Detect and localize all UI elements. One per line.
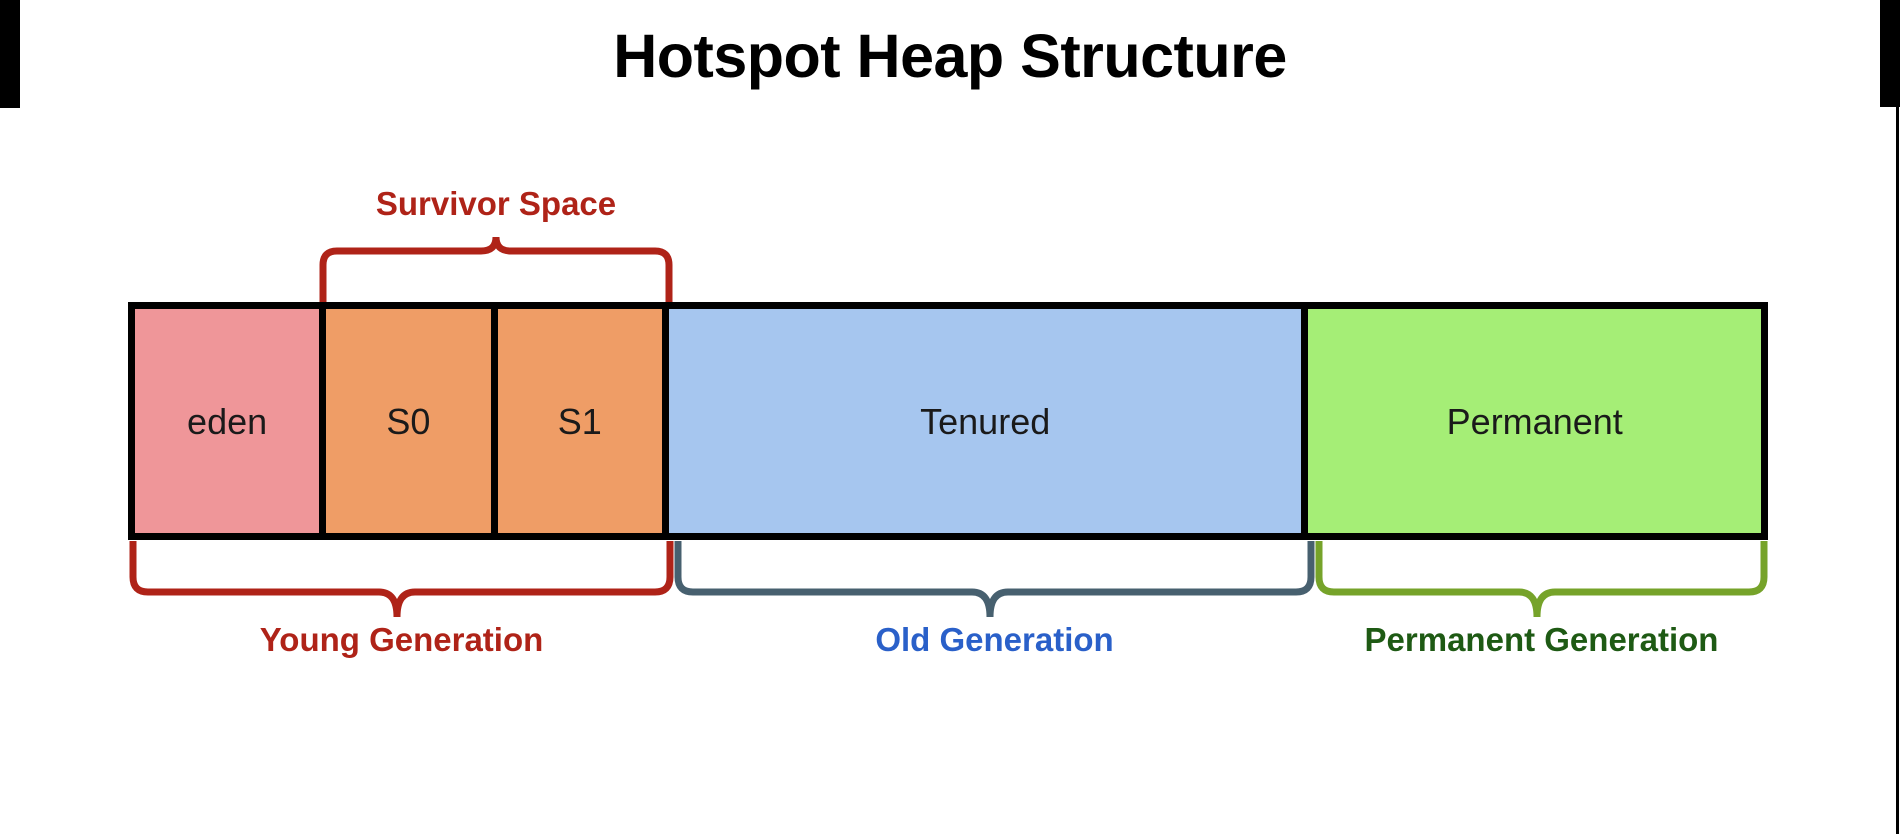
heap-cell-s1[interactable]: S1: [497, 309, 669, 533]
survivor-space-brace-icon: [319, 236, 673, 305]
heap-cell-eden[interactable]: eden: [135, 309, 327, 533]
heap-cell-s0-label: S0: [386, 401, 431, 442]
page-title: Hotspot Heap Structure: [613, 22, 1287, 90]
old-generation-bracket-group: Old Generation: [673, 541, 1316, 681]
permanent-generation-brace-icon: [1315, 541, 1768, 618]
decorative-right-edge-line: [1896, 107, 1899, 834]
permanent-generation-label: Permanent Generation: [1364, 621, 1719, 658]
old-generation-brace-icon: [674, 541, 1315, 618]
decorative-corner-bar-right: [1880, 0, 1900, 107]
heap-cell-tenured[interactable]: Tenured: [668, 309, 1309, 533]
heap-cell-permanent-label: Permanent: [1446, 401, 1623, 442]
old-generation-label: Old Generation: [875, 621, 1114, 658]
decorative-corner-bar-left: [0, 0, 20, 108]
survivor-space-label: Survivor Space: [375, 185, 617, 222]
permanent-generation-bracket-group: Permanent Generation: [1314, 541, 1769, 681]
young-generation-label: Young Generation: [259, 621, 544, 658]
heap-cell-eden-label: eden: [187, 401, 268, 442]
young-generation-brace-icon: [129, 541, 674, 618]
heap-cell-permanent[interactable]: Permanent: [1308, 309, 1761, 533]
heap-structure-bar: eden S0 S1 Tenured Permanent: [128, 302, 1768, 540]
survivor-space-bracket-group: Survivor Space: [318, 185, 674, 310]
heap-cell-s0[interactable]: S0: [326, 309, 498, 533]
young-generation-bracket-group: Young Generation: [128, 541, 675, 681]
heap-cell-tenured-label: Tenured: [920, 401, 1051, 442]
heap-cell-s1-label: S1: [557, 401, 602, 442]
